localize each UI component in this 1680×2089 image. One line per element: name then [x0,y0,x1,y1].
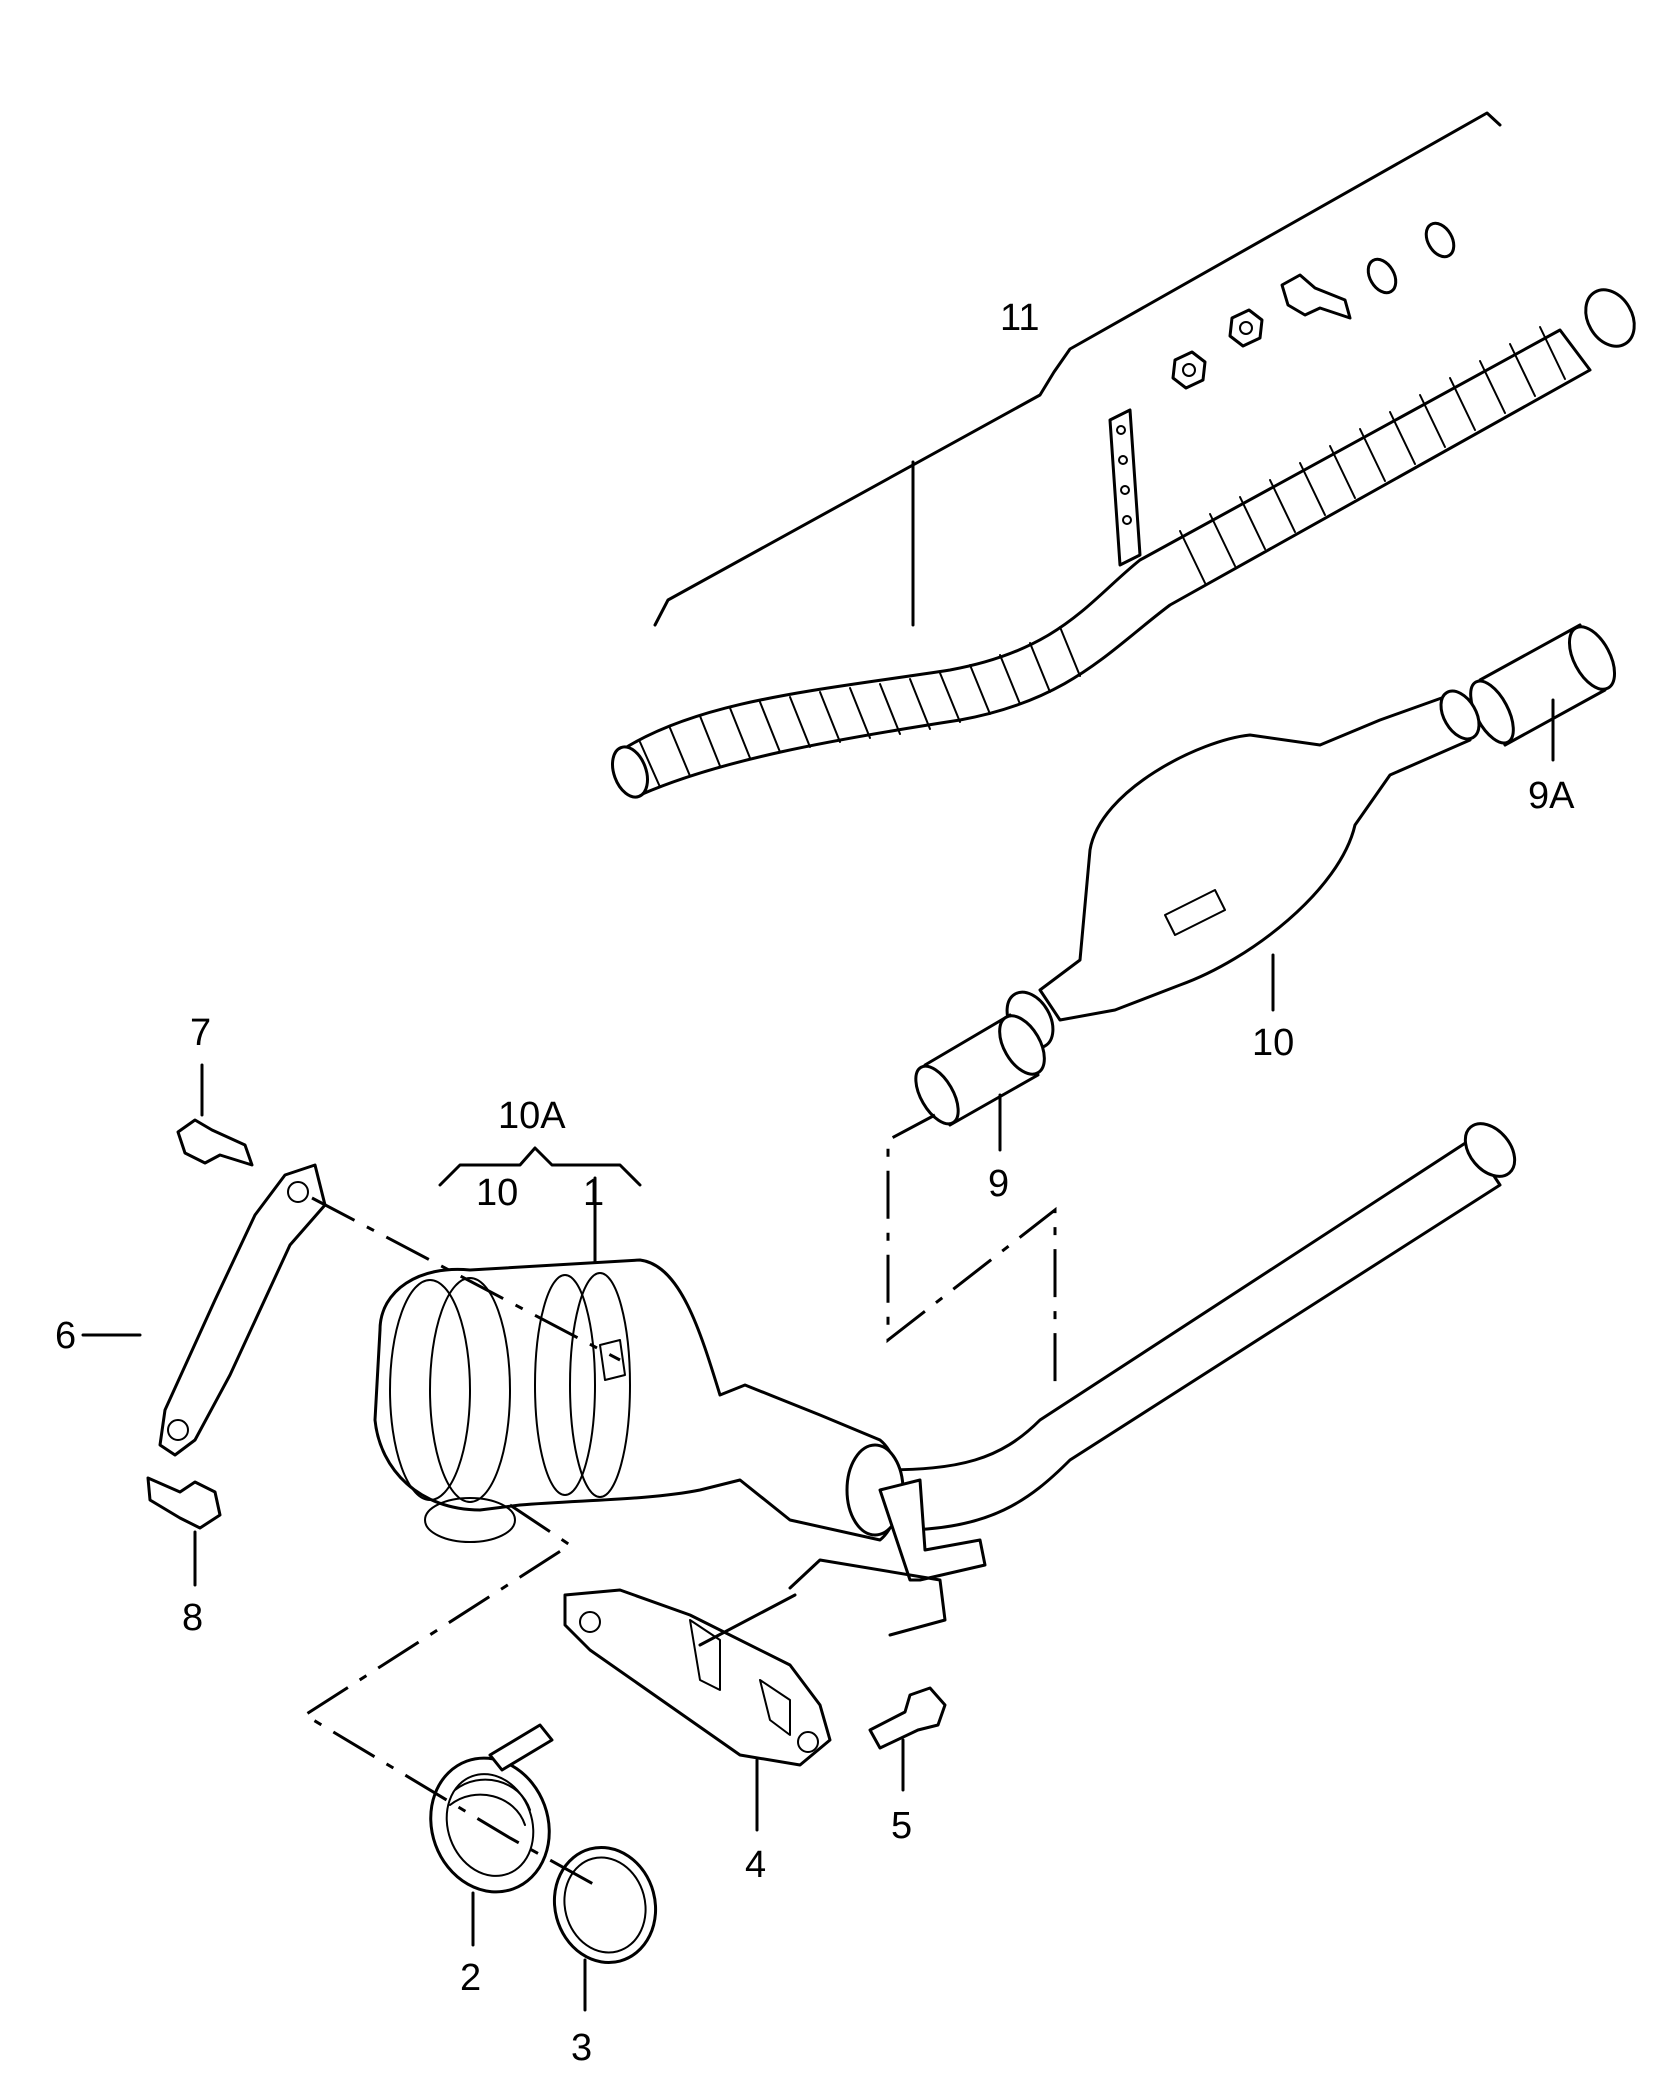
part-1-front-converter-assembly: 10A 10 1 [373,1095,1517,1767]
support-strap [158,1163,327,1457]
nut-icon [1171,350,1207,390]
part-11-front-exhaust-pipe: 11 [611,111,1636,799]
part-10-catalytic-converter: 10 [1005,689,1481,1064]
part-5-bolt: 5 [868,1686,947,1847]
hanger-strap [1108,408,1142,567]
callout-8: 8 [182,1597,203,1639]
bolt-icon [146,1476,222,1530]
bolt-icon [868,1686,947,1750]
group-bracket-10a [438,1146,642,1187]
converter-10-outlet [1439,689,1481,741]
converter-10-body [1038,693,1472,1022]
part-7-bolt: 7 [176,1012,254,1167]
mount-plate [563,1588,832,1767]
callout-9: 9 [988,1163,1009,1205]
part-6-support-strap: 6 [55,1163,621,1457]
callout-10a: 10A [498,1095,566,1137]
callout-9a: 9A [1528,775,1575,817]
callout-3: 3 [571,2027,592,2069]
callout-10: 10 [1252,1022,1294,1064]
callout-7: 7 [190,1012,211,1054]
flex-pipe-body [620,328,1592,797]
tail-pipe [878,1138,1502,1532]
washer-icon [1424,221,1456,259]
bolt-icon [176,1118,254,1167]
tail-pipe-end [1463,1122,1517,1178]
converter-flange [424,1497,516,1543]
hanger-rod [788,1558,947,1637]
part-8-bolt: 8 [146,1476,222,1639]
callout-4: 4 [745,1844,766,1886]
nut-icon [1228,308,1264,348]
callout-2: 2 [460,1957,481,1999]
callout-1: 1 [583,1172,604,1214]
part-9-clamp: 9 [886,1013,1057,1395]
callout-10-group: 10 [476,1172,518,1214]
flex-pipe-rear-end [1584,288,1636,348]
callout-11: 11 [1000,297,1039,339]
flex-pipe-front-end [611,745,649,799]
pipe-support-bracket [878,1478,987,1582]
bolt-icon [1280,273,1352,320]
clamp-bolt [488,1723,554,1772]
lock-washer-icon [1366,257,1398,295]
part-9a-clamp: 9A [1469,623,1617,817]
part-2-clamp-ring: 2 [429,1723,554,1999]
part-3-end-cap: 3 [552,1846,658,2069]
callout-5: 5 [891,1805,912,1847]
assembly-line-6 [311,1196,621,1362]
assembly-line-9 [886,1113,1057,1395]
callout-6: 6 [55,1315,76,1357]
group-bracket-11 [653,111,1502,627]
flex-pipe-corrugation [639,326,1566,788]
hardware-set [1171,221,1456,390]
part-4-callout: 4 [745,1758,766,1886]
